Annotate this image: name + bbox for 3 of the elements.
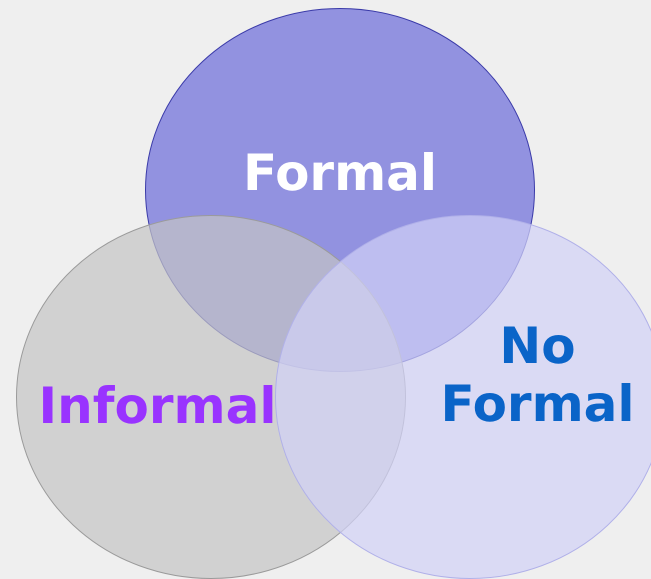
set-label: No Formal: [439, 318, 636, 433]
set-label: Formal: [242, 145, 438, 202]
set-label: Informal: [38, 378, 278, 436]
